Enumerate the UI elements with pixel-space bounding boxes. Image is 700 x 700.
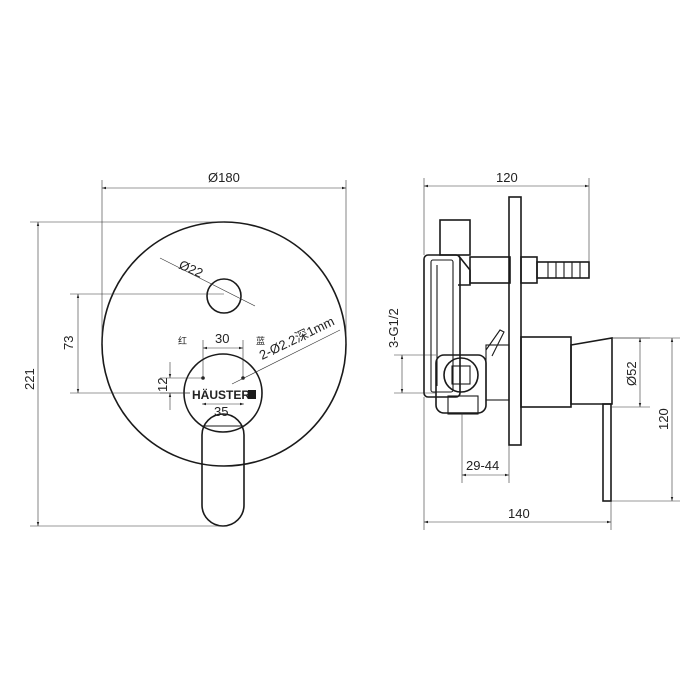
label-35: 35: [214, 404, 228, 419]
side-view: 120 3-G1/2 Ø52 120 29-44 140: [386, 170, 680, 530]
label-thread: 3-G1/2: [386, 308, 401, 348]
handle-side: [570, 337, 613, 405]
leader-dia-button: [159, 257, 256, 307]
leader-holes: [231, 329, 341, 385]
lever-side: [602, 403, 612, 502]
label-depth-range: 29-44: [466, 458, 499, 473]
inlet-stub: [447, 395, 479, 415]
label-dia-52: Ø52: [624, 361, 639, 386]
label-mark-left: 红: [178, 335, 187, 346]
diverter-button: [206, 278, 242, 314]
handle-lever: [201, 413, 245, 527]
valve-housing-inner: [430, 259, 454, 393]
label-height-total: 221: [22, 368, 37, 390]
label-width-top: 120: [496, 170, 518, 185]
label-mark-right: 蓝: [256, 335, 265, 346]
label-width-bottom: 140: [508, 506, 530, 521]
cartridge-body: [520, 336, 572, 408]
outlet-thread: [536, 261, 590, 279]
label-dia-button: Ø22: [177, 257, 206, 281]
top-pipe: [439, 219, 471, 256]
inlet-arm: [485, 329, 505, 357]
outlet-nut: [520, 256, 538, 284]
label-73: 73: [61, 336, 76, 350]
inlet-ring-outer: [443, 357, 479, 393]
valve-housing: [423, 254, 461, 398]
brand-mark-icon: [248, 390, 256, 399]
label-holes: 2-Ø2.2深1mm: [257, 313, 337, 362]
label-dia-plate: Ø180: [208, 170, 240, 185]
outlet-pipe: [469, 256, 511, 284]
front-view: Ø22 HÄUSTER 2-Ø2.2深1mm 红 蓝 Ø180 221 73: [22, 170, 347, 527]
label-height-right: 120: [656, 408, 671, 430]
inlet-hex: [451, 365, 471, 385]
side-plate: [508, 196, 522, 446]
label-30: 30: [215, 331, 229, 346]
brand-logo: HÄUSTER: [192, 387, 250, 402]
label-12: 12: [155, 378, 170, 392]
inlet-collar: [485, 344, 510, 401]
